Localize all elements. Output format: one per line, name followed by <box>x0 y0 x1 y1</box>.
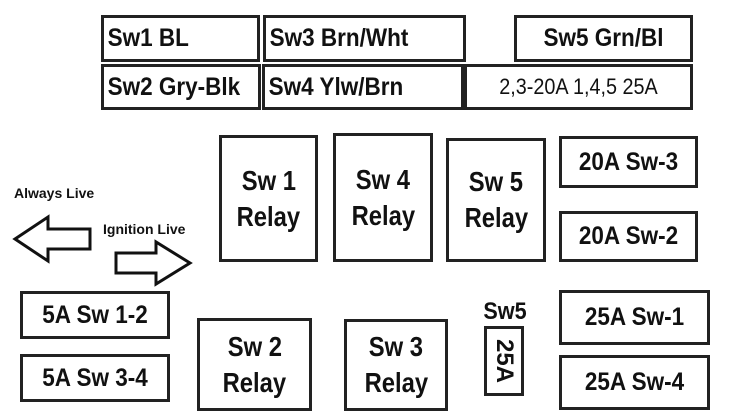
relay-sw3: Sw 3 Relay <box>344 319 448 411</box>
legend-sw5-label: Sw5 Grn/Bl <box>543 24 664 52</box>
fuse-25a-sw1: 25A Sw-1 <box>559 290 710 345</box>
arrow-left-icon <box>12 214 92 264</box>
fuse-5a-sw34: 5A Sw 3-4 <box>20 354 170 402</box>
relay-sw4: Sw 4 Relay <box>333 133 433 262</box>
fuse-25a-sw4: 25A Sw-4 <box>559 355 710 410</box>
arrow-right-icon <box>114 239 193 287</box>
sw5-fuse: 25A <box>484 326 524 396</box>
relay-sw5-line1: Sw 5 <box>468 166 524 197</box>
relay-sw1: Sw 1 Relay <box>219 135 318 262</box>
fuse-20a-sw2: 20A Sw-2 <box>559 211 698 262</box>
fuse-20a-sw3-label: 20A Sw-3 <box>578 147 679 176</box>
relay-sw4-line1: Sw 4 <box>355 163 411 195</box>
legend-sw2: Sw2 Gry-Blk <box>101 64 261 110</box>
fuse-20a-sw3: 20A Sw-3 <box>559 136 698 188</box>
relay-sw3-line2: Relay <box>364 367 428 398</box>
legend-sw3-label: Sw3 Brn/Wht <box>269 24 409 52</box>
relay-sw2-line1: Sw 2 <box>227 330 282 362</box>
legend-sw1-label: Sw1 BL <box>107 24 189 52</box>
fuse-20a-sw2-label: 20A Sw-2 <box>578 222 679 250</box>
relay-sw2-line2: Relay <box>222 366 287 398</box>
legend-sw1: Sw1 BL <box>101 15 260 62</box>
fuse-5a-sw34-label: 5A Sw 3-4 <box>42 363 148 392</box>
fuse-5a-sw12: 5A Sw 1-2 <box>20 291 170 339</box>
legend-sw4: Sw4 Ylw/Brn <box>262 64 464 110</box>
legend-sw5: Sw5 Grn/Bl <box>514 15 693 62</box>
fuse-5a-sw12-label: 5A Sw 1-2 <box>42 300 148 329</box>
relay-sw4-line2: Relay <box>351 199 415 231</box>
rating-note-label: 2,3-20A 1,4,5 25A <box>499 74 658 99</box>
fuse-25a-sw4-label: 25A Sw-4 <box>584 368 685 396</box>
relay-sw5: Sw 5 Relay <box>446 138 546 262</box>
sw5-fuse-label: Sw5 <box>483 298 527 325</box>
legend-sw2-label: Sw2 Gry-Blk <box>107 72 241 101</box>
relay-sw1-line1: Sw 1 <box>241 164 296 196</box>
always-live-label: Always Live <box>14 185 95 201</box>
relay-sw1-line2: Relay <box>236 200 301 232</box>
fuse-25a-sw1-label: 25A Sw-1 <box>584 303 685 331</box>
ignition-live-label: Ignition Live <box>103 221 186 237</box>
relay-sw2: Sw 2 Relay <box>197 318 312 411</box>
legend-rating-note: 2,3-20A 1,4,5 25A <box>464 64 693 110</box>
relay-sw3-line1: Sw 3 <box>368 331 424 362</box>
legend-sw3: Sw3 Brn/Wht <box>263 15 466 62</box>
legend-sw4-label: Sw4 Ylw/Brn <box>268 72 404 101</box>
relay-sw5-line2: Relay <box>464 202 528 233</box>
